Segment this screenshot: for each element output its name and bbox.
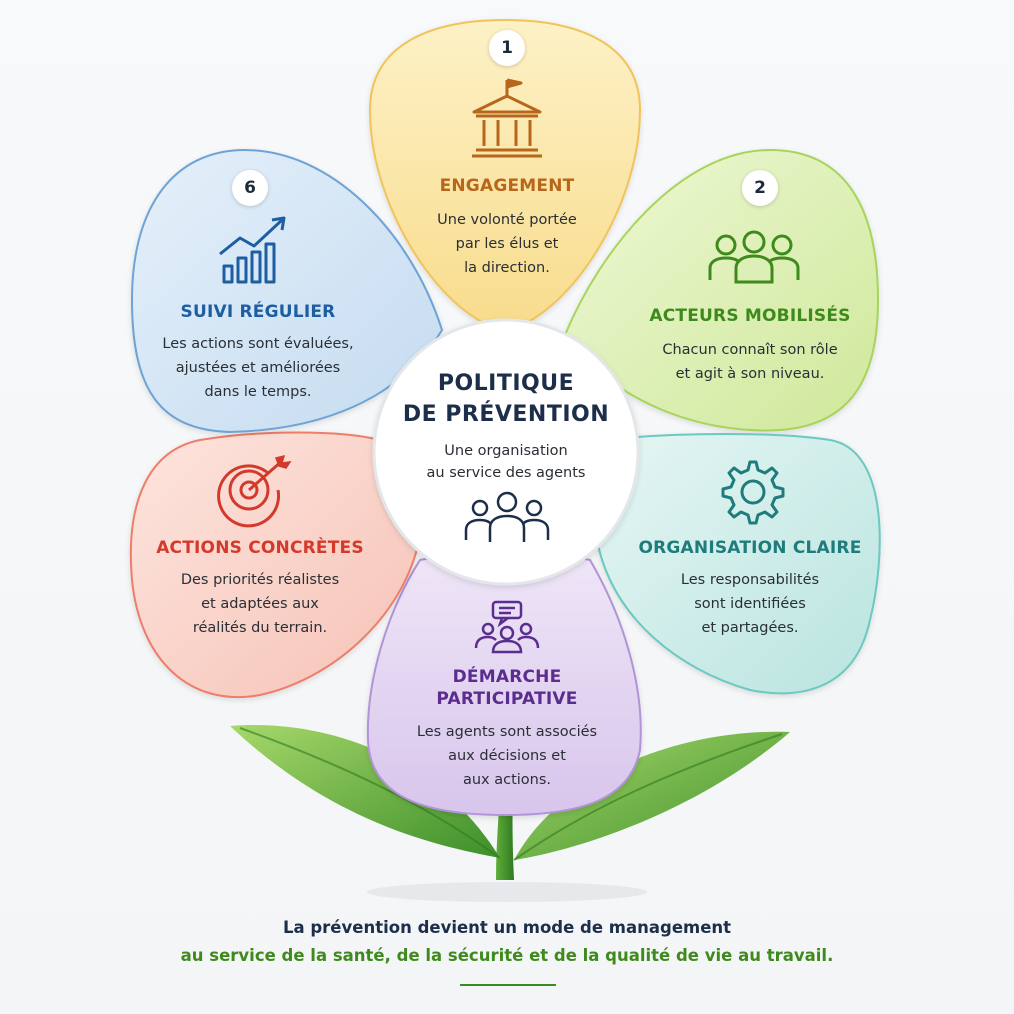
petal-body-engagement: Une volonté portée par les élus et la di… [437, 212, 577, 276]
footer-line-2: au service de la santé, de la sécurité e… [180, 946, 834, 965]
ground-shadow [367, 882, 647, 902]
institution-building-icon [472, 78, 542, 158]
petal-title-actions: ACTIONS CONCRÈTES [156, 538, 364, 558]
petal-number-badge-1: 1 [489, 30, 525, 66]
center-circle [372, 318, 640, 586]
discussion-group-icon [474, 600, 540, 654]
petal-title-engagement: ENGAGEMENT [439, 176, 575, 196]
petal-body-organisation: Les responsabilités sont identifiées et … [680, 572, 820, 636]
petal-body-actions: Des priorités réalistes et adaptées aux … [180, 572, 340, 636]
petal-title-organisation: ORGANISATION CLAIRE [638, 538, 862, 558]
right-leaf [514, 731, 790, 860]
petal-body-acteurs: Chacun connaît son rôle et agit à son ni… [662, 342, 838, 382]
petal-suivi [130, 148, 444, 434]
plant-stem [230, 725, 790, 880]
petal-engagement [368, 18, 642, 332]
growth-chart-icon [219, 216, 286, 284]
footer-line-1: La prévention devient un mode de managem… [282, 918, 732, 937]
gear-icon [721, 460, 785, 525]
left-leaf [230, 725, 500, 858]
team-people-icon [708, 230, 800, 284]
petal-number-badge-6: 6 [232, 170, 268, 206]
center-title: POLITIQUE DE PRÉVENTION [402, 371, 610, 427]
center-subtitle: Une organisation au service des agents [426, 443, 586, 481]
petal-title-demarche: DÉMARCHE PARTICIPATIVE [436, 667, 578, 709]
petal-body-suivi: Les actions sont évaluées, ajustées et a… [162, 336, 354, 400]
petal-title-acteurs: ACTEURS MOBILISÉS [649, 306, 851, 326]
group-people-icon [464, 491, 550, 542]
target-icon [217, 454, 292, 528]
petal-body-demarche: Les agents sont associés aux décisions e… [416, 724, 598, 788]
petal-title-suivi: SUIVI RÉGULIER [180, 302, 336, 322]
petal-acteurs [563, 148, 880, 432]
petal-number-badge-2: 2 [742, 170, 778, 206]
